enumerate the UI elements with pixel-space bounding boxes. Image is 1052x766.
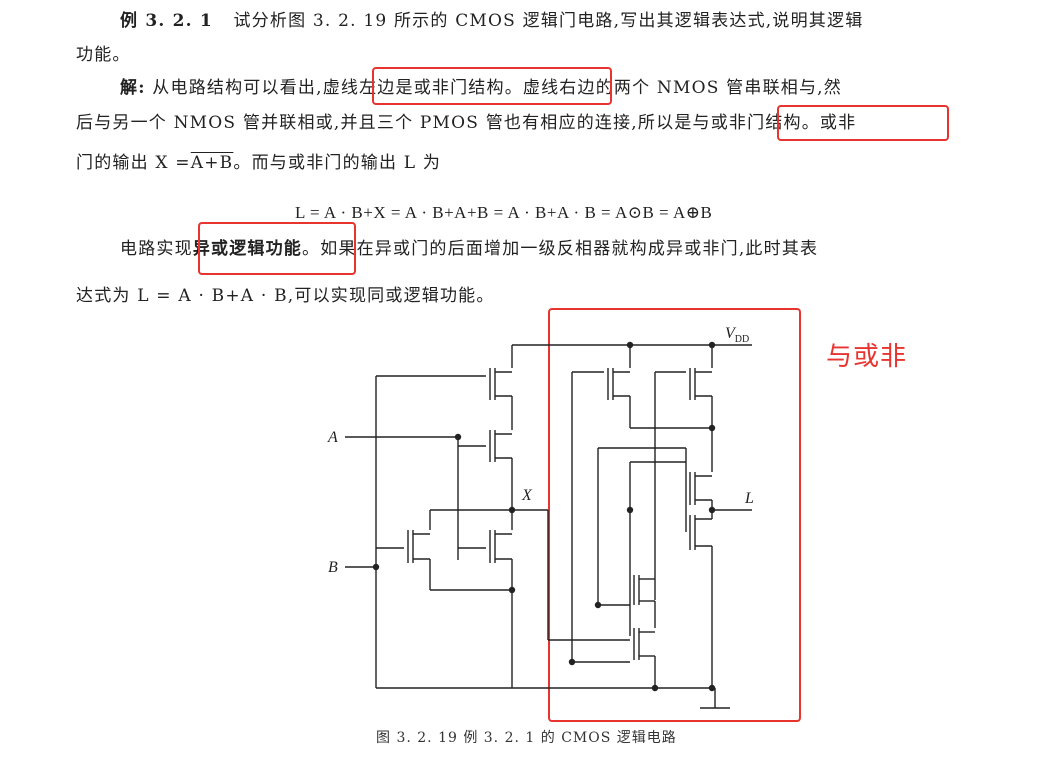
solution-text: 电路实现 [120,239,193,259]
text-line-2: 功能。 [76,44,131,66]
figure-caption: 图 3. 2. 19 例 3. 2. 1 的 CMOS 逻辑电路 [376,730,677,746]
solution-text: 。或非 [801,113,857,133]
text-line-1: 例 3. 2. 1 试分析图 3. 2. 19 所示的 CMOS 逻辑门电路,写… [120,10,863,32]
output-l-label: L [744,490,754,507]
node-x-label: X [521,487,533,504]
highlight-text-nor: 虚线左边是或非门结构 [322,78,505,98]
vdd-label: VDD [725,325,749,345]
highlight-box-aoi [777,105,949,141]
annotation-note: 与或非 [826,342,908,372]
question-text-end: 功能。 [76,45,131,65]
highlight-text-aoi: 是与或非门结构 [674,113,802,133]
highlight-box-aoi-circuit [548,308,801,722]
question-text: 试分析图 3. 2. 19 所示的 CMOS 逻辑门电路,写出其逻辑表达式,说明… [233,11,864,31]
circuit-wires [345,344,752,709]
example-label: 例 3. 2. 1 [120,11,213,31]
solution-text: ,可以实现同或逻辑功能。 [287,286,495,306]
highlight-box-xor [198,222,356,275]
text-line-7: 电路实现异或逻辑功能。如果在异或门的后面增加一级反相器就构成异或非门,此时其表 [120,238,818,260]
text-line-4: 后与另一个 NMOS 管并联相或,并且三个 PMOS 管也有相应的连接,所以是与… [76,112,856,134]
circuit-labels: A B X L VDD [327,325,754,576]
text-line-3: 解: 从电路结构可以看出,虚线左边是或非门结构。虚线右边的两个 NMOS 管串联… [120,77,842,99]
solution-text: 从电路结构可以看出, [152,78,323,98]
input-a-label: A [327,429,338,446]
output-formula: L = A · B+X = A · B+A+B = A · B+A · B = … [295,203,713,222]
highlight-text-xor: 异或逻辑功能 [192,239,303,259]
solution-label: 解: [120,78,146,98]
text-line-8: 达式为 L = A · B+A · B,可以实现同或逻辑功能。 [76,285,495,307]
solution-text: 。如果在异或门的后面增加一级反相器就构成异或非门,此时其表 [302,239,819,259]
highlight-box-nor [372,67,612,105]
text-line-5: 门的输出 X =A+B。而与或非门的输出 L 为 [76,152,441,174]
solution-text: 达式为 [76,286,131,306]
nor-expression: A+B [190,153,234,173]
solution-text: 门的输出 X = [76,153,191,173]
solution-text: 。而与或非门的输出 L 为 [233,153,442,173]
solution-text: 。虚线右边的两个 NMOS 管串联相与,然 [504,78,842,98]
circuit-junction-dots [372,341,716,692]
solution-text: 后与另一个 NMOS 管并联相或,并且三个 PMOS 管也有相应的连接,所以 [76,113,675,133]
xnor-expression: L = A · B+A · B [137,286,288,306]
input-b-label: B [328,559,338,576]
